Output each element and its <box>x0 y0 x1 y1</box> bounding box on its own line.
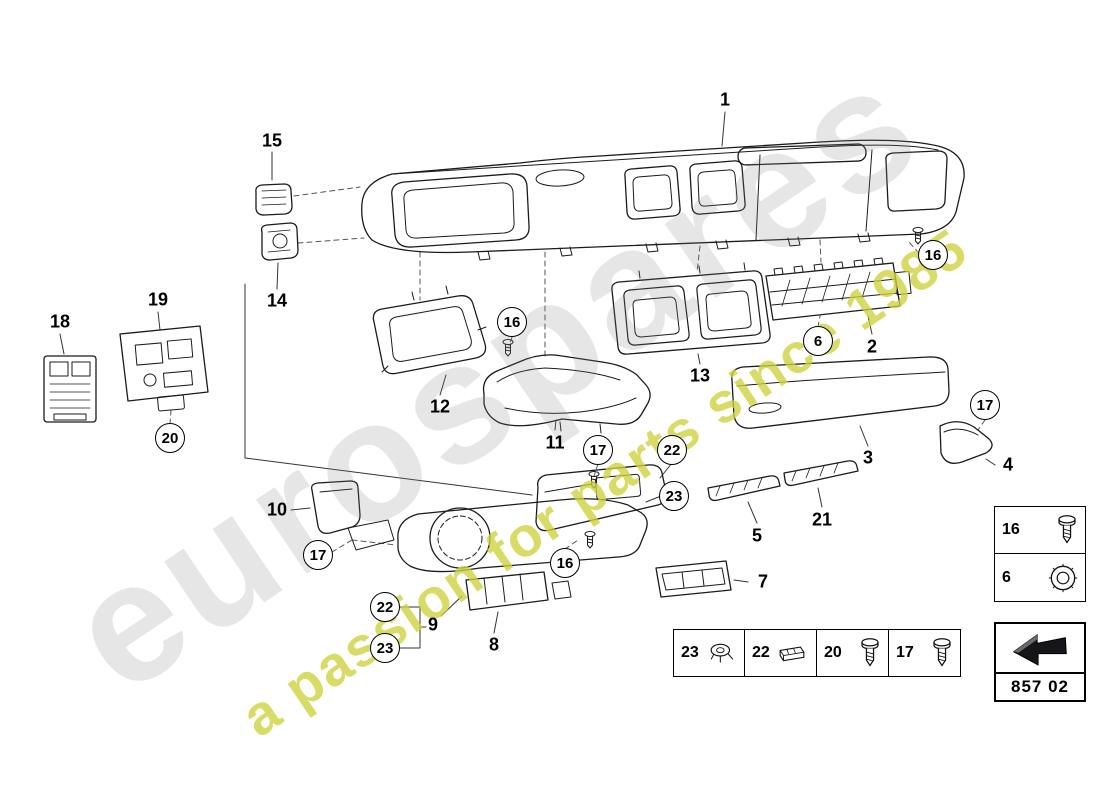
screw-icon <box>859 637 881 669</box>
legend-item-16[interactable]: 16 <box>994 506 1086 554</box>
bottom-legend: 23 22 20 17 <box>673 629 961 677</box>
callout-17[interactable]: 17 <box>583 435 613 465</box>
part-9-lower-panel <box>347 498 648 573</box>
callout-23[interactable]: 23 <box>370 633 400 663</box>
screw-icon <box>1056 514 1078 546</box>
callout-22[interactable]: 22 <box>370 592 400 622</box>
pushclip-icon <box>707 641 737 666</box>
callout-6[interactable]: 6 <box>803 326 833 356</box>
callout-2[interactable]: 2 <box>866 336 878 357</box>
part-5-trim-strip <box>707 475 781 502</box>
part-8-switch-panel <box>465 571 572 611</box>
callout-4[interactable]: 4 <box>1002 454 1014 475</box>
callout-16[interactable]: 16 <box>550 548 580 578</box>
part-13-vent-housing <box>611 262 771 355</box>
callout-15[interactable]: 15 <box>261 130 283 151</box>
callout-10[interactable]: 10 <box>266 499 288 520</box>
callout-18[interactable]: 18 <box>49 311 71 332</box>
legend-number: 20 <box>824 644 842 661</box>
callout-9[interactable]: 9 <box>427 614 439 635</box>
callout-16[interactable]: 16 <box>918 240 948 270</box>
legend-item-6[interactable]: 6 <box>994 554 1086 602</box>
callout-22[interactable]: 22 <box>657 435 687 465</box>
brand-arrow-box: 857 02 <box>994 622 1086 702</box>
legend-number: 17 <box>896 644 914 661</box>
part-21-trim-strip <box>783 460 859 487</box>
part-code: 857 02 <box>1011 677 1069 696</box>
clip-icon <box>775 642 809 664</box>
brand-arrow-icon <box>996 624 1084 674</box>
callout-12[interactable]: 12 <box>429 396 451 417</box>
callout-23[interactable]: 23 <box>659 481 689 511</box>
legend-number: 22 <box>752 644 770 661</box>
legend-item-22[interactable]: 22 <box>745 629 817 677</box>
legend-item-23[interactable]: 23 <box>673 629 745 677</box>
legend-number: 23 <box>681 644 699 661</box>
callout-11[interactable]: 11 <box>545 432 565 453</box>
part-14-bracket <box>260 222 299 261</box>
part-2-trim-module <box>765 257 912 321</box>
part-18-control-module <box>43 355 97 423</box>
part-12-instrument-surround <box>372 285 487 375</box>
callout-20[interactable]: 20 <box>155 423 185 453</box>
callout-21[interactable]: 21 <box>811 509 833 530</box>
part-11-cluster-trim <box>482 354 651 434</box>
callout-13[interactable]: 13 <box>689 365 711 386</box>
structure-pointer-line <box>244 283 533 496</box>
screw-icon <box>931 637 953 669</box>
part-7-vent <box>655 560 732 598</box>
callout-14[interactable]: 14 <box>266 290 288 311</box>
legend-number: 6 <box>1002 568 1011 586</box>
callout-7[interactable]: 7 <box>757 571 769 592</box>
callout-leader-lines <box>59 111 996 649</box>
part-19-bracket-plate <box>119 325 209 402</box>
callout-17[interactable]: 17 <box>303 540 333 570</box>
part-4-end-trim <box>939 421 993 464</box>
part-15-bracket <box>255 183 293 216</box>
callout-5[interactable]: 5 <box>751 525 763 546</box>
screw-fasteners <box>502 227 924 549</box>
legend-item-17[interactable]: 17 <box>889 629 961 677</box>
legend-number: 16 <box>1002 521 1020 538</box>
part-3-glovebox-lid <box>731 356 950 429</box>
callout-8[interactable]: 8 <box>488 634 500 655</box>
part-20-connector <box>157 394 185 412</box>
callout-1[interactable]: 1 <box>719 89 731 110</box>
legend-item-20[interactable]: 20 <box>817 629 889 677</box>
callout-3[interactable]: 3 <box>862 447 874 468</box>
callout-17[interactable]: 17 <box>970 390 1000 420</box>
grommet-icon <box>1048 563 1078 593</box>
side-legend: 16 6 <box>994 506 1086 602</box>
part-1-dash-panel-trim <box>361 139 965 261</box>
callout-19[interactable]: 19 <box>147 289 169 310</box>
callout-16[interactable]: 16 <box>497 307 527 337</box>
assembly-reference-lines <box>169 186 986 553</box>
part-10-side-trim <box>310 480 361 534</box>
